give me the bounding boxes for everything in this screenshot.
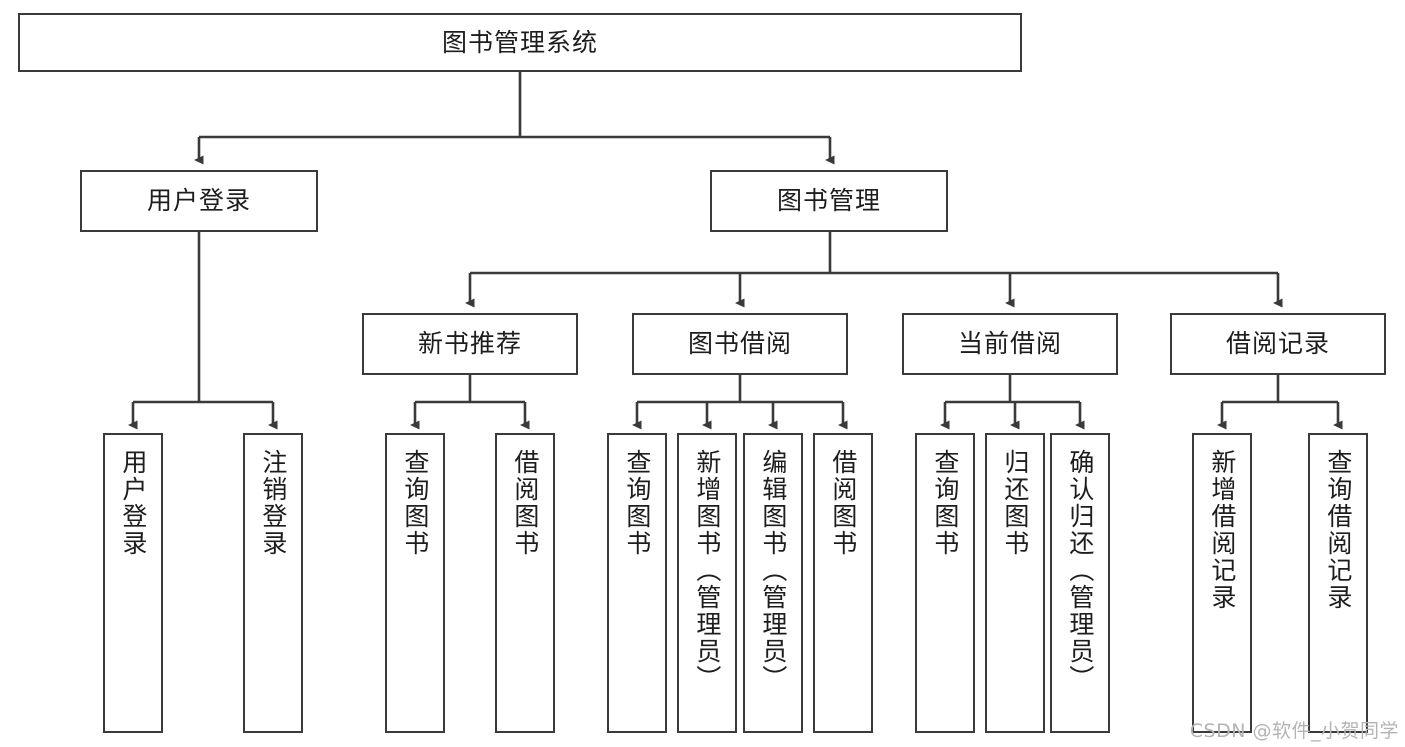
node-label: 用户登录	[118, 449, 148, 557]
node-label: 查询图书	[622, 449, 652, 557]
leaf-borrow-edit-book-admin[interactable]: 编辑图书（管理员）	[743, 433, 803, 733]
leaf-recommend-borrow-book[interactable]: 借阅图书	[495, 433, 555, 733]
node-new-book-recommend[interactable]: 新书推荐	[362, 313, 578, 375]
node-label: 当前借阅	[957, 329, 1062, 358]
leaf-borrow-borrow-book[interactable]: 借阅图书	[813, 433, 873, 733]
node-label: 查询图书	[400, 449, 430, 557]
node-label: 图书管理	[776, 186, 881, 215]
node-label: 新增图书（管理员）	[692, 449, 722, 692]
node-borrow-record[interactable]: 借阅记录	[1170, 313, 1386, 375]
leaf-recommend-query-book[interactable]: 查询图书	[385, 433, 445, 733]
leaf-user-login-logout[interactable]: 注销登录	[243, 433, 303, 733]
leaf-current-return-book[interactable]: 归还图书	[985, 433, 1045, 733]
node-book-management[interactable]: 图书管理	[710, 170, 948, 232]
node-label: 确认归还（管理员）	[1065, 449, 1095, 692]
node-label: 归还图书	[1000, 449, 1030, 557]
node-label: 新书推荐	[417, 329, 522, 358]
node-label: 查询图书	[930, 449, 960, 557]
node-label: 借阅图书	[510, 449, 540, 557]
leaf-borrow-query-book[interactable]: 查询图书	[607, 433, 667, 733]
node-user-login[interactable]: 用户登录	[80, 170, 318, 232]
leaf-user-login-login[interactable]: 用户登录	[103, 433, 163, 733]
node-root-system[interactable]: 图书管理系统	[18, 13, 1022, 72]
leaf-record-add-record[interactable]: 新增借阅记录	[1192, 433, 1252, 733]
node-label: 编辑图书（管理员）	[758, 449, 788, 692]
leaf-current-confirm-return-admin[interactable]: 确认归还（管理员）	[1050, 433, 1110, 733]
node-label: 用户登录	[146, 186, 251, 215]
node-book-borrow[interactable]: 图书借阅	[632, 313, 848, 375]
node-label: 图书管理系统	[441, 27, 598, 57]
node-label: 查询借阅记录	[1323, 449, 1353, 611]
node-label: 注销登录	[258, 449, 288, 557]
node-label: 新增借阅记录	[1207, 449, 1237, 611]
node-current-borrow[interactable]: 当前借阅	[902, 313, 1118, 375]
csdn-watermark: CSDN @软件_小贺同学	[1189, 720, 1399, 742]
leaf-record-query-record[interactable]: 查询借阅记录	[1308, 433, 1368, 733]
node-label: 借阅记录	[1225, 329, 1330, 358]
leaf-current-query-book[interactable]: 查询图书	[915, 433, 975, 733]
node-label: 图书借阅	[687, 329, 792, 358]
node-label: 借阅图书	[828, 449, 858, 557]
leaf-borrow-add-book-admin[interactable]: 新增图书（管理员）	[677, 433, 737, 733]
